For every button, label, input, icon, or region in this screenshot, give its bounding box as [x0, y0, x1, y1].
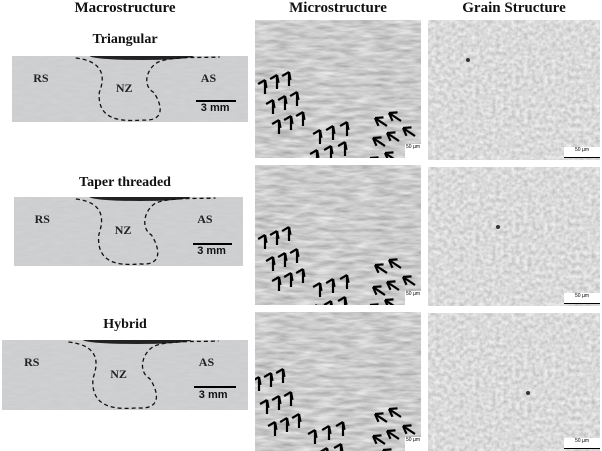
- flow-arrow-icon: [271, 119, 282, 134]
- flow-arrow-icon: [373, 116, 388, 127]
- flow-arrow-icon: [255, 376, 262, 391]
- flow-arrow-icon: [387, 407, 402, 418]
- flow-arrow-icon: [257, 234, 268, 249]
- flow-arrow-icon: [281, 71, 292, 86]
- header-macrostructure: Macrostructure: [74, 0, 176, 16]
- flow-arrow-icon: [371, 285, 386, 296]
- flow-arrow-icon: [385, 429, 400, 440]
- flow-arrow-icon: [385, 131, 400, 142]
- scale-bar: [196, 99, 237, 102]
- flow-arrow-icon: [295, 268, 306, 283]
- flow-arrow-icon: [323, 145, 334, 158]
- flow-arrow-icon: [312, 282, 323, 297]
- zone-label-rs: RS: [33, 70, 49, 85]
- macrostructure-image: RS NZ AS 3 mm: [2, 340, 248, 410]
- flow-arrow-icon: [401, 424, 416, 435]
- microstructure-image: 50 µm: [255, 165, 421, 305]
- zone-label-as: AS: [200, 70, 217, 85]
- row-label: Hybrid: [103, 317, 147, 332]
- grain-structure-image: 50 µm: [428, 167, 600, 306]
- flow-arrow-icon: [337, 296, 348, 305]
- zone-label-rs: RS: [34, 212, 50, 227]
- flow-arrow-icon: [289, 248, 300, 263]
- flow-arrow-icon: [309, 149, 320, 158]
- flow-arrow-icon: [323, 300, 333, 305]
- flow-arrow-icon: [387, 111, 402, 122]
- flow-arrow-icon: [283, 272, 294, 287]
- flow-arrow-icon: [369, 303, 379, 305]
- flow-arrow-icon: [275, 368, 286, 383]
- flow-arrow-icon: [401, 126, 416, 137]
- flow-arrow-icon: [335, 421, 346, 436]
- microstructure-image: 50 µm: [255, 20, 421, 158]
- macrostructure-image: RS NZ AS 3 mm: [12, 56, 248, 122]
- scale-label-3mm: 3 mm: [197, 245, 226, 258]
- flow-arrow-icon: [281, 226, 292, 241]
- scale-bar: [193, 386, 236, 389]
- zone-label-nz: NZ: [114, 223, 132, 238]
- scale-bar-50um: 50 µm: [564, 293, 600, 304]
- flow-arrow-icon: [373, 412, 388, 423]
- flow-arrow-icon: [295, 111, 306, 126]
- flow-arrow-icon: [381, 448, 392, 451]
- row-label: Taper threaded: [79, 175, 171, 190]
- flow-arrow-icon: [259, 399, 270, 414]
- flow-arrow-icon: [267, 421, 278, 436]
- flow-arrow-icon: [291, 413, 302, 428]
- scale-bar-50um: 50 µm: [564, 438, 600, 449]
- flow-arrow-icon: [279, 417, 290, 432]
- macrostructure-image: RS NZ AS 3 mm: [14, 197, 243, 266]
- zone-label-nz: NZ: [115, 81, 133, 96]
- flow-arrow-icon: [269, 230, 280, 245]
- row-label: Triangular: [92, 32, 158, 47]
- flow-arrow-icon: [383, 298, 395, 305]
- flow-arrow-icon: [277, 252, 288, 267]
- flow-arrow-icon: [312, 129, 323, 144]
- flow-arrow-icon: [283, 391, 294, 406]
- zone-label-nz: NZ: [110, 366, 127, 381]
- flow-arrow-icon: [371, 434, 386, 445]
- scale-bar-50um: 50 µm: [405, 437, 421, 451]
- flow-arrow-icon: [289, 91, 300, 106]
- zone-label-rs: RS: [24, 355, 40, 370]
- flow-arrow-icon: [401, 275, 416, 286]
- flow-arrow-icon: [369, 156, 379, 158]
- scale-label-3mm: 3 mm: [200, 102, 230, 115]
- header-grain-structure: Grain Structure: [462, 0, 566, 16]
- flow-arrow-icon: [319, 447, 329, 451]
- scale-bar: [192, 242, 232, 245]
- flow-arrow-icon: [307, 429, 318, 444]
- scale-bar-50um: 50 µm: [564, 147, 600, 158]
- flow-arrow-icon: [373, 263, 388, 274]
- flow-arrow-icon: [277, 95, 288, 110]
- zone-label-as: AS: [198, 355, 215, 370]
- flow-arrow-icon: [257, 79, 268, 94]
- zone-label-as: AS: [197, 212, 213, 227]
- flow-arrow-icon: [321, 425, 332, 440]
- flow-arrow-icon: [371, 136, 386, 147]
- flow-arrow-icon: [265, 99, 276, 114]
- grain-structure-image: 50 µm: [428, 20, 600, 160]
- header-microstructure: Microstructure: [289, 0, 387, 16]
- flow-arrow-icon: [325, 278, 336, 293]
- flow-arrow-icon: [385, 280, 400, 291]
- flow-arrow-icon: [339, 274, 350, 289]
- flow-arrow-icon: [283, 115, 294, 130]
- microstructure-image: 50 µm: [255, 312, 421, 451]
- flow-arrow-icon: [271, 276, 282, 291]
- scale-label-3mm: 3 mm: [198, 389, 228, 401]
- flow-arrow-icon: [265, 256, 276, 271]
- scale-bar-50um: 50 µm: [405, 291, 421, 305]
- grain-structure-image: 50 µm: [428, 313, 600, 451]
- flow-arrow-icon: [325, 125, 336, 140]
- scale-bar-50um: 50 µm: [405, 144, 421, 158]
- flow-arrow-icon: [383, 151, 395, 158]
- flow-arrow-icon: [269, 74, 280, 89]
- flow-arrow-icon: [339, 121, 350, 136]
- flow-arrow-icon: [337, 141, 348, 156]
- flow-arrow-icon: [271, 395, 282, 410]
- flow-arrow-icon: [263, 372, 274, 387]
- flow-arrow-icon: [387, 258, 402, 269]
